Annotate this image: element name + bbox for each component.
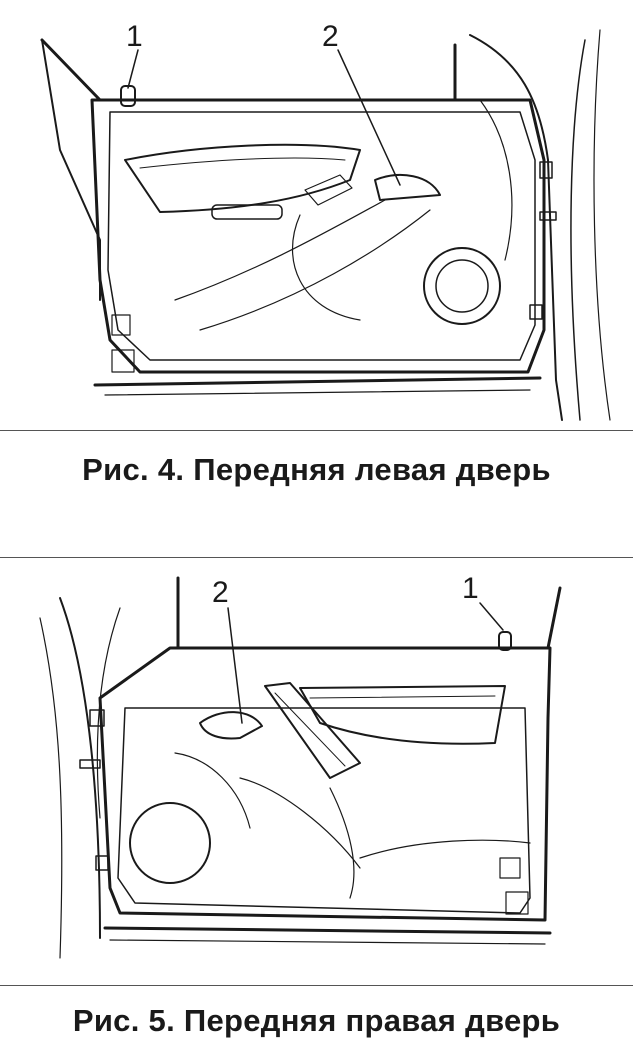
front-right-door-drawing: 1 2: [39, 572, 562, 959]
caption-figure-4: Рис. 4. Передняя левая дверь: [82, 452, 551, 487]
divider: [0, 430, 633, 431]
callout-2: 2: [212, 576, 229, 609]
callout-1: 1: [462, 572, 479, 605]
figure-5: 1 2: [0, 558, 633, 984]
callout-1: 1: [126, 20, 143, 53]
front-left-door-drawing: 1 2: [40, 20, 611, 421]
divider: [0, 557, 633, 558]
callout-2: 2: [322, 20, 339, 53]
divider: [0, 985, 633, 986]
caption-figure-5: Рис. 5. Передняя правая дверь: [72, 1003, 561, 1038]
figure-4: 1 2: [0, 0, 633, 430]
